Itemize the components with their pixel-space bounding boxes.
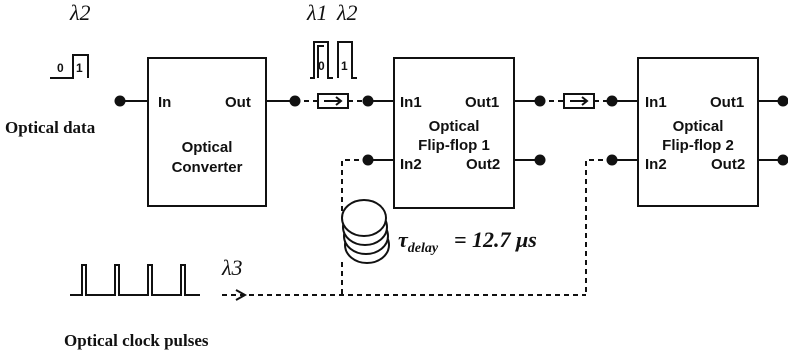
ff1-port-in2: In2: [400, 156, 422, 173]
optical-converter-box: [147, 57, 267, 207]
mid-bit-0: 0: [318, 59, 325, 73]
delay-symbol: τdelay: [398, 227, 439, 256]
mid-bit-1: 1: [341, 59, 348, 73]
ff1-out2-node: [534, 154, 546, 166]
converter-port-out: Out: [225, 94, 251, 111]
isolator-1-icon: [317, 93, 349, 109]
lambda3-clock-label: λ3: [221, 255, 243, 280]
fiber-delay-coil-icon: [341, 199, 390, 264]
optical-flipflop-2-block: In1 Out1 Optical Flip-flop 2 In2 Out2: [637, 57, 759, 207]
delay-value: = 12.7 μs: [454, 227, 537, 252]
clock-line-to-ff2: [585, 159, 612, 295]
mid-data-waveform: λ1 λ2 0 1: [306, 0, 358, 79]
input-data-waveform: λ2 0 1: [50, 0, 91, 79]
optical-clock-pulses-label: Optical clock pulses: [64, 331, 209, 350]
ff2-port-out1: Out1: [710, 94, 744, 111]
ff2-out1-node: [777, 95, 788, 107]
optical-converter-block: In Out Optical Converter: [147, 57, 267, 207]
ff2-title-line1: Optical: [673, 118, 724, 135]
optical-data-label: Optical data: [5, 118, 96, 137]
flipflop-1-box: [393, 57, 515, 209]
converter-title-line2: Converter: [172, 159, 243, 176]
clock-pulses-waveform: [70, 264, 200, 296]
isolator-2-icon: [563, 93, 595, 109]
converter-port-in: In: [158, 94, 171, 111]
ff1-port-out2: Out2: [466, 156, 500, 173]
input-bit-0: 0: [57, 61, 64, 75]
flipflop-2-box: [637, 57, 759, 207]
lambda2-mid-label: λ2: [336, 0, 358, 25]
ff1-title-line2: Flip-flop 1: [418, 137, 490, 154]
lambda1-mid-label: λ1: [306, 0, 328, 25]
input-bit-1: 1: [76, 61, 83, 75]
ff2-title-line2: Flip-flop 2: [662, 137, 734, 154]
ff1-title-line1: Optical: [429, 118, 480, 135]
ff2-port-out2: Out2: [711, 156, 745, 173]
converter-title-line1: Optical: [182, 139, 233, 156]
clock-arrow-icon: [235, 289, 248, 301]
lambda2-input-label: λ2: [69, 0, 91, 25]
ff2-port-in1: In1: [645, 94, 667, 111]
ff2-port-in2: In2: [645, 156, 667, 173]
ff1-port-in1: In1: [400, 94, 422, 111]
ff2-out2-node: [777, 154, 788, 166]
ff1-port-out1: Out1: [465, 94, 499, 111]
input-node: [114, 95, 126, 107]
delay-annotation: τdelay = 12.7 μs: [398, 227, 537, 256]
optical-flipflop-1-block: In1 Out1 Optical Flip-flop 1 In2 Out2: [393, 57, 515, 209]
